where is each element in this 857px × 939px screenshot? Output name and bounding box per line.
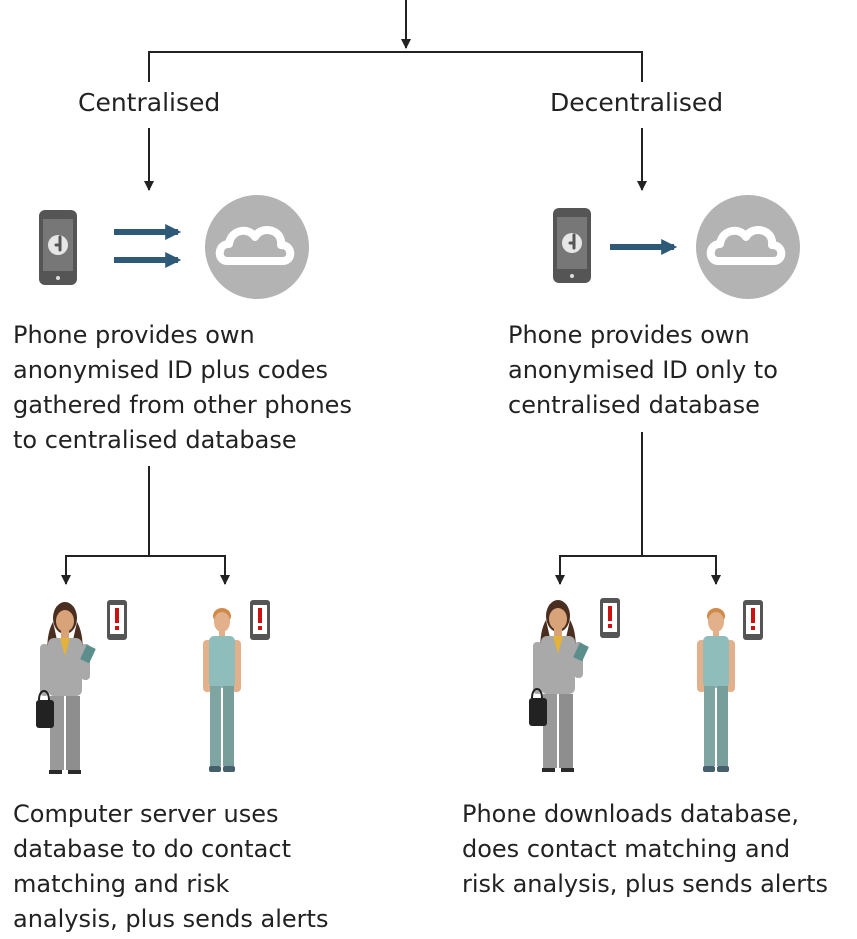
top-split-connector xyxy=(148,0,643,82)
cloud-icon xyxy=(205,195,309,299)
centralised-outcome: Computer server uses database to do cont… xyxy=(13,800,329,933)
phone-key-icon xyxy=(551,206,593,285)
centralised-title: Centralised xyxy=(78,88,221,117)
decentralised-outcome: Phone downloads database, does contact m… xyxy=(462,800,829,898)
woman-casual-icon xyxy=(203,608,241,772)
phone-alert-icon xyxy=(600,598,620,638)
phone-alert-icon xyxy=(107,600,127,640)
woman-casual-icon xyxy=(697,608,735,772)
phone-key-icon xyxy=(37,208,79,287)
centralised-description: Phone provides own anonymised ID plus co… xyxy=(13,321,352,454)
decentralised-outcome-connector xyxy=(555,432,721,585)
woman-suit-icon xyxy=(528,599,590,773)
upload-arrows-double xyxy=(114,224,182,268)
centralised-outcome-connector xyxy=(61,466,230,585)
decentralised-description: Phone provides own anonymised ID only to… xyxy=(508,321,778,419)
phone-alert-icon xyxy=(743,600,763,640)
decentralised-title: Decentralised xyxy=(550,88,724,117)
woman-suit-icon xyxy=(35,601,97,775)
phone-alert-icon xyxy=(250,600,270,640)
cloud-icon xyxy=(696,195,800,299)
